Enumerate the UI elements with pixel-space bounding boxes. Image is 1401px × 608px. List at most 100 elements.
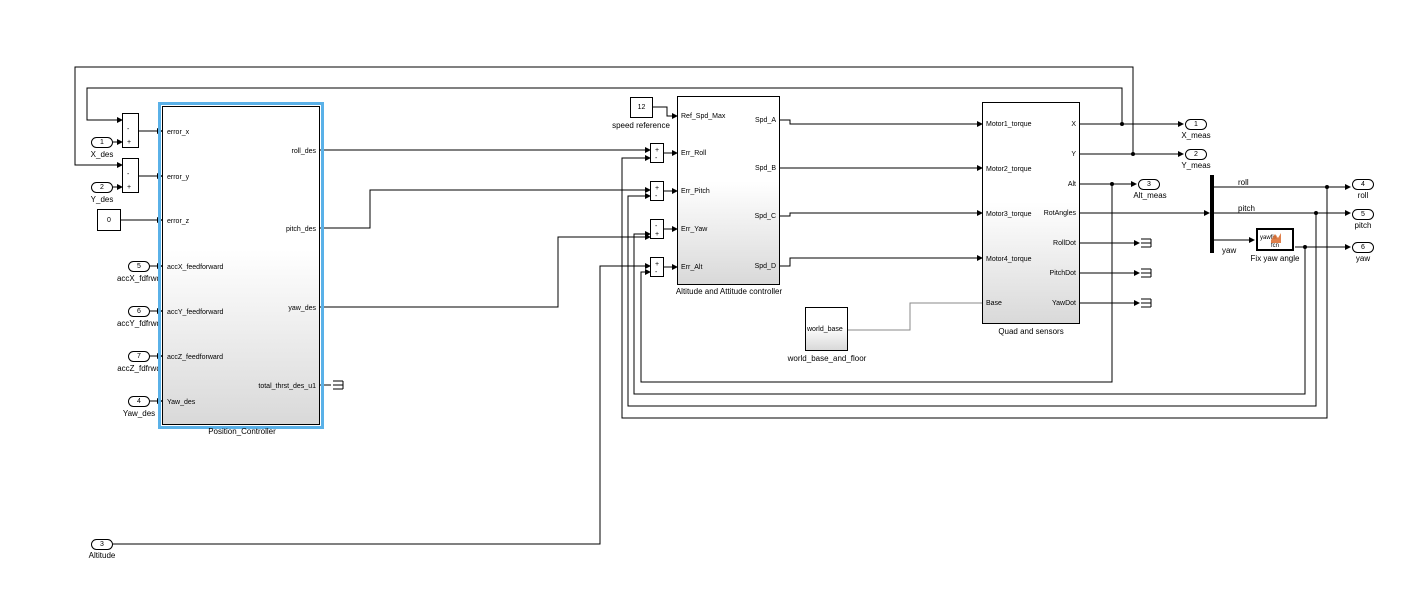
attitude-controller-block[interactable]: Ref_Spd_Max Err_Roll Err_Pitch Err_Yaw E… — [677, 96, 780, 285]
quad-out-x: X — [1071, 121, 1076, 128]
position-controller-name: Position_Controller — [208, 427, 276, 436]
quad-out-pitchdot: PitchDot — [1049, 270, 1076, 277]
ac-in-err-pitch: Err_Pitch — [681, 188, 710, 195]
pc-in-yaw-des: Yaw_des — [167, 399, 196, 406]
sum-err-yaw[interactable]: - + — [650, 219, 664, 239]
ac-in-err-alt: Err_Alt — [681, 264, 703, 271]
pc-out-thrust: total_thrst_des_u1 — [258, 383, 316, 390]
world-base-name: world_base_and_floor — [787, 354, 867, 363]
wire-spd-a — [780, 119, 983, 127]
inport-accz-label: accZ_fdfrwd — [117, 364, 161, 373]
speed-reference-block[interactable]: 12 — [630, 97, 653, 118]
quad-in-motor4: Motor4_torque — [986, 256, 1032, 263]
ac-in-ref-spd: Ref_Spd_Max — [681, 113, 726, 120]
quad-out-yawdot: YawDot — [1052, 300, 1076, 307]
pc-in-error-x: error_x — [167, 129, 190, 136]
pc-out-yaw-des: yaw_des — [288, 305, 316, 312]
demux-label-yaw: yaw — [1222, 246, 1237, 255]
inport-yaw-des[interactable]: 4 — [128, 396, 150, 407]
wire-spd-c — [780, 210, 983, 217]
speed-reference-name: speed reference — [612, 121, 670, 130]
sum-err-pitch[interactable]: + - — [650, 181, 664, 201]
world-base-block[interactable]: world_base — [805, 307, 848, 351]
outport-y-meas-label: Y_meas — [1181, 161, 1211, 170]
quad-in-motor3: Motor3_torque — [986, 211, 1032, 218]
inport-y-des-label: Y_des — [90, 195, 114, 204]
wire-feedback-y — [74, 66, 1134, 168]
quad-in-base: Base — [986, 300, 1002, 307]
wire-feedback-x — [86, 87, 1123, 124]
sum-error-y[interactable]: - + — [122, 158, 139, 193]
sum-err-roll[interactable]: + - — [650, 143, 664, 163]
pc-in-error-y: error_y — [167, 174, 190, 181]
fix-yaw-fcn: fcn — [1271, 243, 1280, 249]
terminator-pitchdot — [1141, 268, 1152, 278]
inport-accy-label: accY_fdfrwd — [116, 319, 162, 328]
demux-bar — [1210, 175, 1214, 253]
outport-x-meas[interactable]: 1 — [1185, 119, 1207, 130]
matlab-function-icon — [1271, 233, 1281, 243]
wire-pitch-des — [320, 187, 651, 229]
ac-in-err-yaw: Err_Yaw — [681, 226, 708, 233]
wire-feedback-pitch — [627, 193, 1317, 407]
wire-world-base — [848, 302, 982, 331]
inport-accz[interactable]: 7 — [128, 351, 150, 362]
inport-altitude[interactable]: 3 — [91, 539, 113, 550]
inport-y-des[interactable]: 2 — [91, 182, 113, 193]
inport-accx[interactable]: 5 — [128, 261, 150, 272]
outport-roll[interactable]: 4 — [1352, 179, 1374, 190]
fix-yaw-inner-label: yawfix — [1260, 235, 1277, 241]
wire-feedback-yaw — [633, 231, 1306, 395]
quad-and-sensors-block[interactable]: Motor1_torque Motor2_torque Motor3_torqu… — [982, 102, 1080, 324]
outport-alt-meas[interactable]: 3 — [1138, 179, 1160, 190]
inport-x-des[interactable]: 1 — [91, 137, 113, 148]
fix-yaw-block[interactable]: yawfix fcn — [1256, 228, 1294, 251]
constant-zero[interactable]: 0 — [97, 209, 121, 231]
attitude-controller-name: Altitude and Attitude controller — [675, 287, 783, 296]
pc-in-accx: accX_feedforward — [167, 264, 224, 271]
inport-altitude-label: Altitude — [88, 551, 116, 560]
position-controller-block[interactable]: error_x error_y error_z accX_feedforward… — [158, 102, 324, 429]
pc-in-accz: accZ_feedforward — [167, 354, 224, 361]
outport-yaw-label: yaw — [1355, 254, 1371, 263]
ac-out-spd-d: Spd_D — [754, 263, 776, 270]
outport-yaw[interactable]: 6 — [1352, 242, 1374, 253]
quad-out-alt: Alt — [1067, 181, 1076, 188]
ac-in-err-roll: Err_Roll — [681, 150, 707, 157]
pc-in-accy: accY_feedforward — [167, 309, 224, 316]
ac-out-spd-a: Spd_A — [754, 117, 776, 124]
terminator-thrust — [333, 380, 344, 390]
quad-out-rolldot: RollDot — [1053, 240, 1076, 247]
wire-spd-d — [780, 255, 983, 267]
ac-out-spd-c: Spd_C — [754, 213, 776, 220]
sum-error-x[interactable]: - + — [122, 113, 139, 148]
wire-speedref — [653, 106, 678, 119]
outport-alt-meas-label: Alt_meas — [1133, 191, 1167, 200]
quad-out-rotangles: RotAngles — [1043, 210, 1076, 217]
quad-in-motor1: Motor1_torque — [986, 121, 1032, 128]
outport-roll-label: roll — [1357, 191, 1369, 200]
outport-y-meas[interactable]: 2 — [1185, 149, 1207, 160]
outport-pitch[interactable]: 5 — [1352, 209, 1374, 220]
terminator-yawdot — [1141, 298, 1152, 308]
wire-feedback-alt — [640, 184, 1113, 383]
inport-accx-label: accX_fdfrwd — [116, 274, 162, 283]
inport-accy[interactable]: 6 — [128, 306, 150, 317]
demux-label-pitch: pitch — [1238, 204, 1255, 213]
quad-and-sensors-name: Quad and sensors — [998, 327, 1064, 336]
fix-yaw-name: Fix yaw angle — [1250, 254, 1300, 263]
terminator-rolldot — [1141, 238, 1152, 248]
inport-x-des-label: X_des — [90, 150, 114, 159]
demux-label-roll: roll — [1238, 178, 1249, 187]
wire-feedback-roll — [621, 155, 1328, 419]
quad-out-y: Y — [1071, 151, 1076, 158]
ac-out-spd-b: Spd_B — [754, 165, 776, 172]
sum-err-alt[interactable]: + - — [650, 257, 664, 277]
pc-out-pitch-des: pitch_des — [286, 226, 316, 233]
quad-in-motor2: Motor2_torque — [986, 166, 1032, 173]
pc-out-roll-des: roll_des — [291, 148, 316, 155]
wire-yaw-des — [320, 234, 651, 308]
outport-pitch-label: pitch — [1354, 221, 1372, 230]
wire-altitude — [113, 263, 651, 545]
